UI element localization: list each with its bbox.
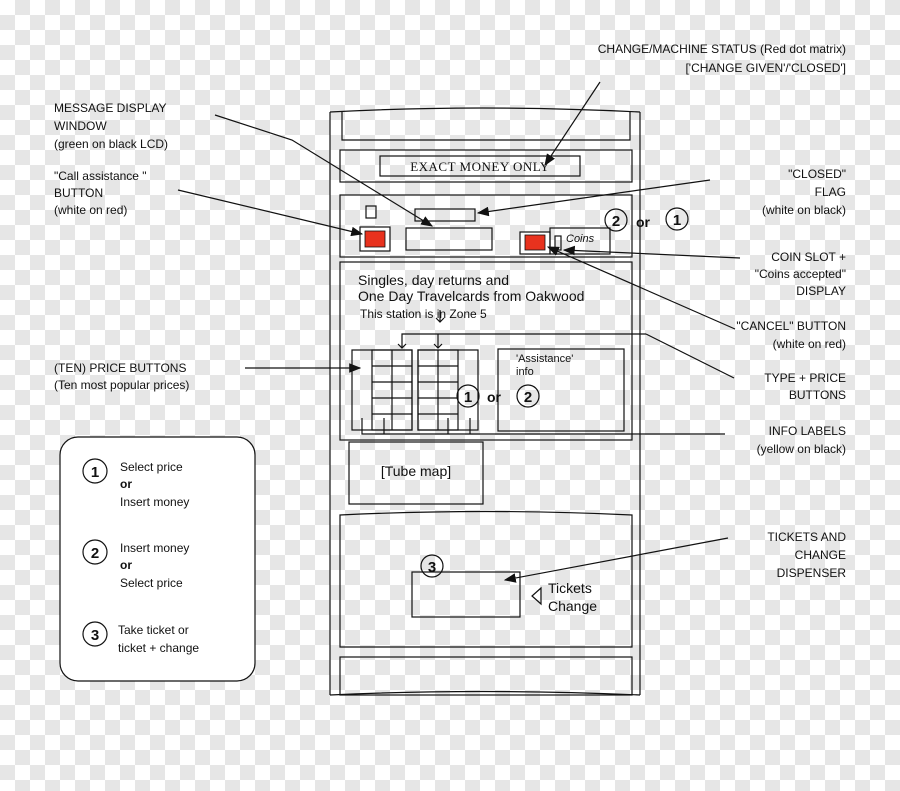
dispenser-label3: DISPENSER [777,566,847,580]
closed-flag-label: "CLOSED" [788,167,846,181]
assistance-info-panel [497,348,625,432]
step-1-icon [456,384,480,408]
change-status-display [379,155,581,177]
assistance-info-line2: info [516,366,534,378]
closed-flag-label2: FLAG [815,185,846,199]
change-status-values: ['CHANGE GIVEN'/'CLOSED'] [685,61,846,75]
assistance-indicator [365,205,377,219]
ticket-dispenser-tray[interactable] [411,571,521,618]
coin-slot-label: COIN SLOT + [771,250,846,264]
cancel-button-note: (white on red) [773,337,846,351]
call-assistance-button-face[interactable] [364,230,386,248]
step-3-number: 3 [428,559,436,576]
cancel-button-face[interactable] [524,234,546,251]
or-text: or [636,214,651,230]
coin-slot-label3: DISPLAY [796,284,846,298]
legend-step-1-icon [82,458,108,484]
legend-step-2-or: or [120,558,132,572]
legend-step-1-number: 1 [91,464,99,481]
coins-accepted-display [549,227,611,255]
legend-step-3-number: 3 [91,627,99,644]
message-display-label: MESSAGE DISPLAY [54,101,166,115]
closed-flag [414,208,476,222]
step-1-number: 1 [673,212,681,229]
legend-step-1-line3: Insert money [120,495,189,509]
assistance-info-line1: 'Assistance' [516,353,573,365]
cancel-button-label: "CANCEL" BUTTON [736,319,846,333]
price-buttons-label: (TEN) PRICE BUTTONS [54,361,186,375]
machine-title-line1: Singles, day returns and [358,272,509,288]
legend-step-2-number: 2 [91,545,99,562]
change-status-label: CHANGE/MACHINE STATUS (Red dot matrix) [598,42,846,56]
step-2-icon [604,208,628,232]
coins-label: Coins [566,233,595,245]
machine-body [329,107,641,696]
zone-info: This station is in Zone 5 [360,307,487,321]
call-assistance-note: (white on red) [54,203,127,217]
legend-step-1-line1: Select price [120,460,183,474]
legend-step-1-or: or [120,477,132,491]
machine-title-line2: One Day Travelcards from Oakwood [358,288,584,304]
message-display-label2: WINDOW [54,119,107,133]
message-display-window [405,227,493,251]
annotation-arrows [177,81,741,583]
exact-money-text: EXACT MONEY ONLY [410,159,550,174]
info-labels-label: INFO LABELS [769,424,846,438]
tube-map-panel [348,441,484,505]
dispenser-label: TICKETS AND [767,530,846,544]
steps-legend [59,436,256,682]
legend-step-3-line2: ticket + change [118,641,199,655]
legend-step-2-line1: Insert money [120,541,189,555]
step-2-number: 2 [524,389,532,406]
change-label: Change [548,598,597,614]
step-2-number: 2 [612,213,620,230]
step-3-icon [420,554,444,578]
tube-map-label: [Tube map] [381,463,451,479]
step-2-icon [516,384,540,408]
call-assistance-label: "Call assistance " [54,169,147,183]
step-1-number: 1 [464,389,472,406]
legend-step-3-icon [82,621,108,647]
message-display-note: (green on black LCD) [54,137,168,151]
legend-step-3-line1: Take ticket or [118,623,189,637]
closed-flag-note: (white on black) [762,203,846,217]
legend-step-2-icon [82,539,108,565]
or-text: or [487,389,502,405]
call-assistance-label2: BUTTON [54,186,103,200]
dispenser-pointer-icon [531,586,542,606]
type-price-label2: BUTTONS [789,388,846,402]
step-1-icon [665,207,689,231]
dispenser-label2: CHANGE [795,548,846,562]
legend-step-2-line3: Select price [120,576,183,590]
tickets-label: Tickets [548,580,592,596]
price-buttons-note: (Ten most popular prices) [54,378,189,392]
type-price-label: TYPE + PRICE [764,371,846,385]
coin-slot-label2: "Coins accepted" [755,267,846,281]
info-labels-note: (yellow on black) [757,442,846,456]
price-buttons-left[interactable] [351,349,413,431]
coin-slot[interactable] [554,235,562,251]
